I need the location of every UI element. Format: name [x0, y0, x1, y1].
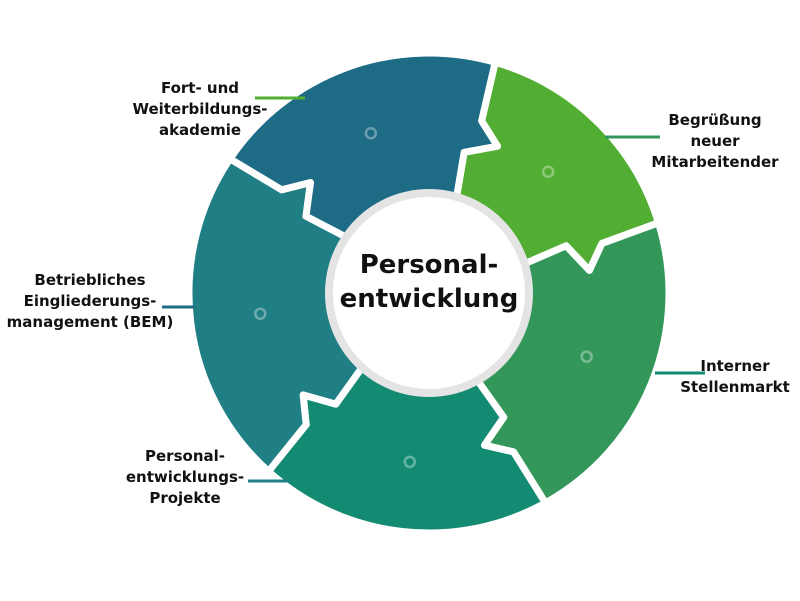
ring-marker-icon	[403, 455, 417, 469]
label-begruessung: Begrüßung neuer Mitarbeitender	[651, 111, 779, 171]
label-pe-projekte: Personal- entwicklungs- Projekte	[125, 447, 245, 507]
connectors-layer	[162, 96, 705, 483]
label-interner-stellenmarkt: Interner Stellenmarkt	[680, 357, 790, 396]
center-title: Personal- entwicklung	[339, 250, 519, 314]
label-bem: Betriebliches Eingliederungs- management…	[6, 271, 174, 331]
ring-marker-icon	[254, 307, 267, 320]
ring-marker-icon	[364, 127, 378, 140]
center-circle	[333, 197, 525, 389]
ring-marker-icon	[580, 350, 593, 363]
ring-marker-icon	[541, 165, 555, 178]
label-fort-weiterbildung: Fort- und Weiterbildungs- akademie	[132, 79, 268, 139]
